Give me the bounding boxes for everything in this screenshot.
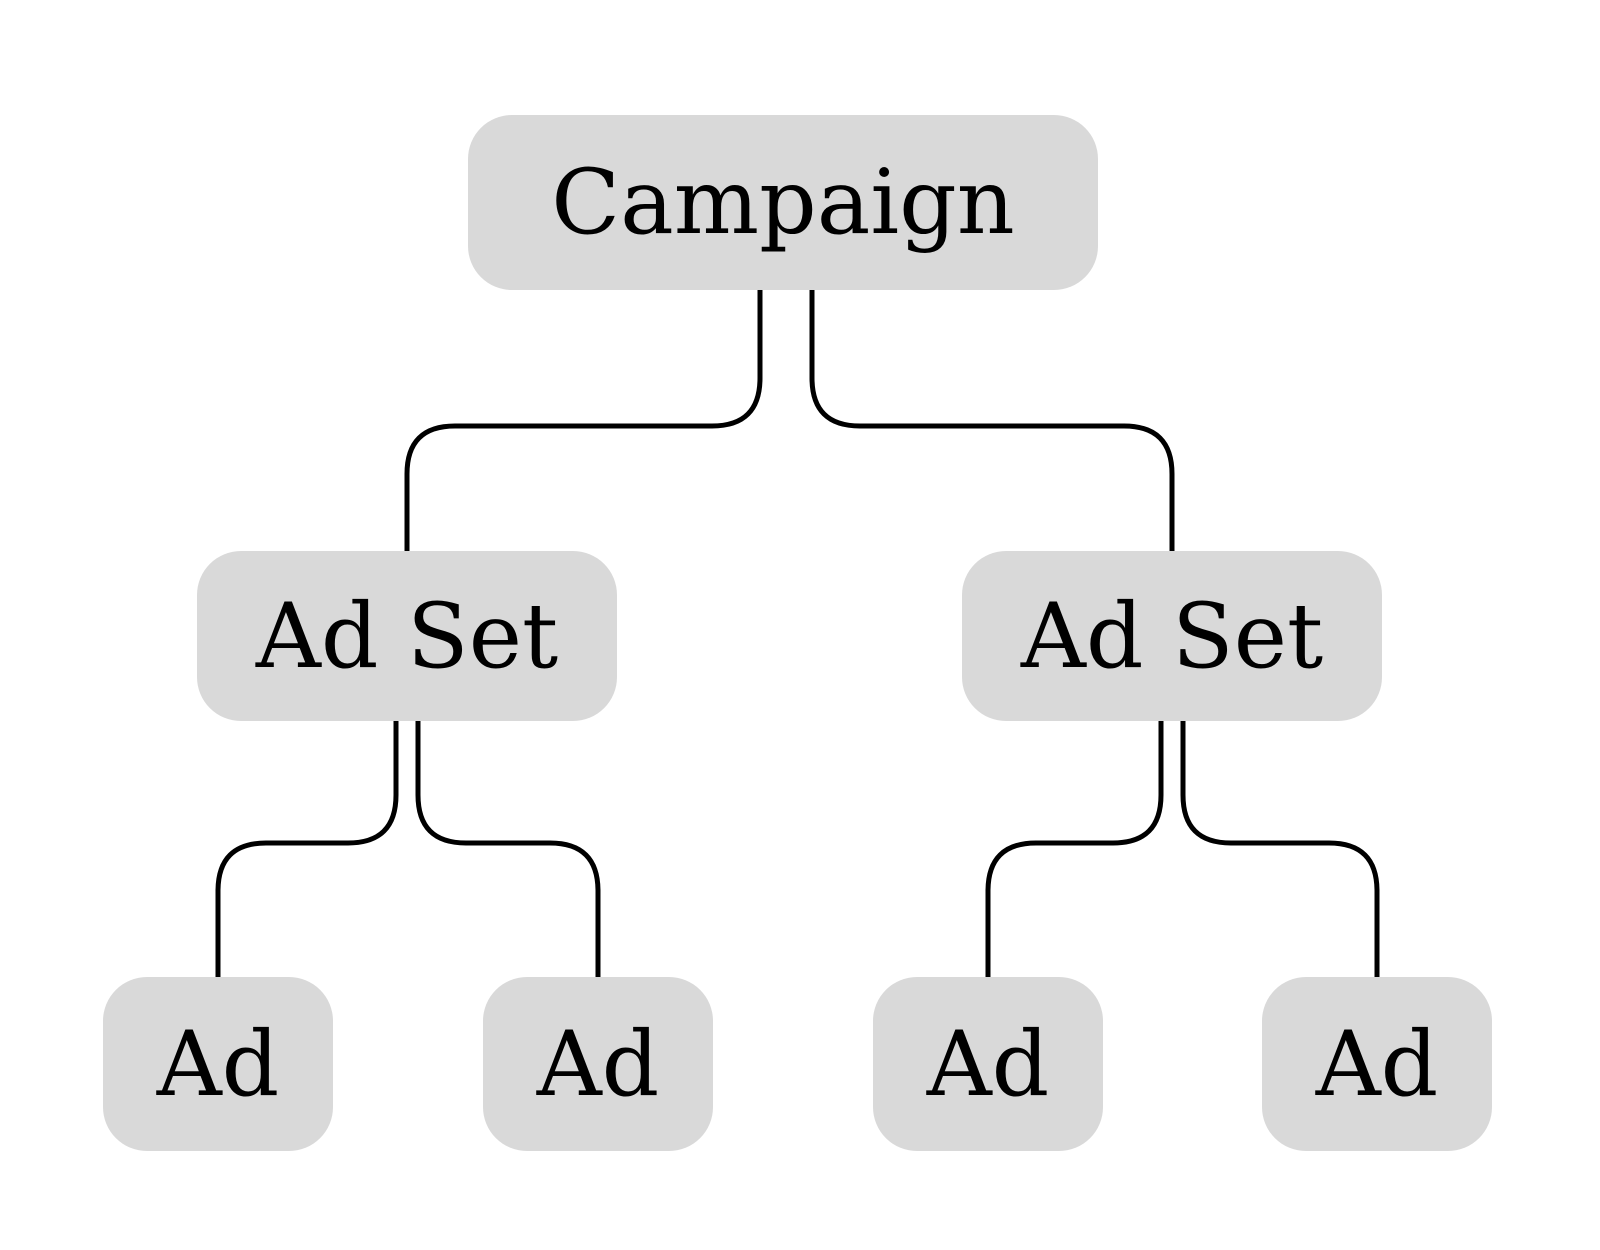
nodes-group: Campaign Ad Set Ad Set Ad Ad Ad [103, 115, 1492, 1151]
node-adset-right: Ad Set [962, 551, 1382, 721]
ad-3-node-box [873, 977, 1103, 1151]
ad-1-node-label: Ad [156, 1012, 280, 1117]
ad-3-node-label: Ad [926, 1012, 1050, 1117]
campaign-node-label: Campaign [551, 150, 1015, 255]
ad-4-node-label: Ad [1315, 1012, 1439, 1117]
edge-adset-left-to-ad-2 [415, 721, 601, 977]
edge-adset-right-to-ad-4 [1180, 721, 1380, 977]
node-ad-1: Ad [103, 977, 333, 1151]
adset-left-node-label: Ad Set [255, 584, 558, 689]
ad-1-node-box [103, 977, 333, 1151]
edge-adset-right-to-ad-3 [985, 721, 1164, 977]
node-ad-2: Ad [483, 977, 713, 1151]
node-ad-3: Ad [873, 977, 1103, 1151]
edge-adset-left-to-ad-1 [215, 721, 399, 977]
adset-right-node-label: Ad Set [1020, 584, 1323, 689]
ad-2-node-label: Ad [536, 1012, 660, 1117]
adset-right-node-box [962, 551, 1382, 721]
node-campaign: Campaign [468, 115, 1098, 290]
edges-group [215, 290, 1380, 977]
edge-campaign-to-adset-right [809, 290, 1175, 551]
edge-campaign-to-adset-left [404, 290, 763, 551]
campaign-node-box [468, 115, 1098, 290]
adset-left-node-box [197, 551, 617, 721]
node-adset-left: Ad Set [197, 551, 617, 721]
node-ad-4: Ad [1262, 977, 1492, 1151]
ad-4-node-box [1262, 977, 1492, 1151]
ad-2-node-box [483, 977, 713, 1151]
